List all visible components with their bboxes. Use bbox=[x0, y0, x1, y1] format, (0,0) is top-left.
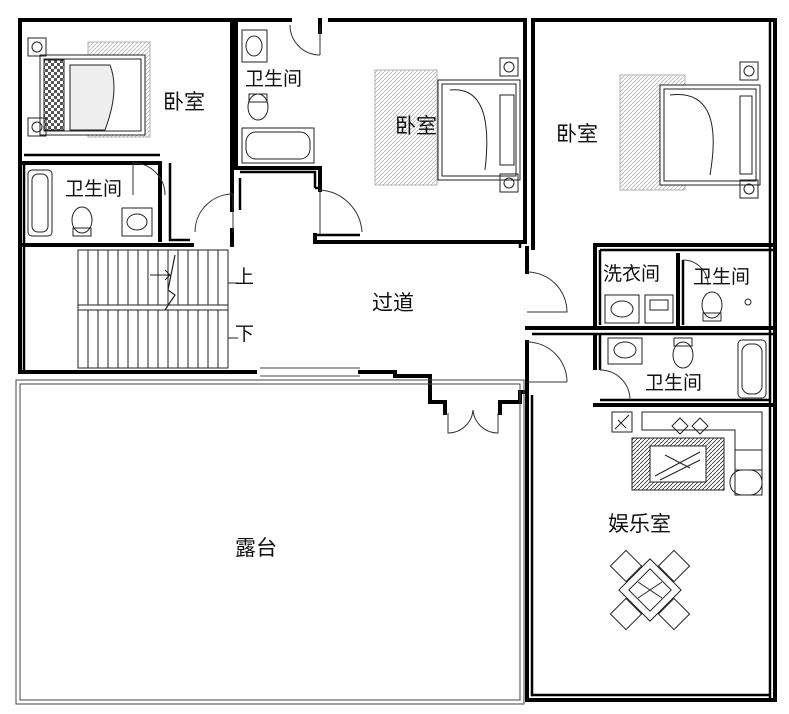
bed-mid bbox=[374, 57, 521, 193]
door-swings bbox=[132, 24, 709, 434]
bed-nw bbox=[27, 37, 151, 138]
staircase bbox=[77, 249, 238, 369]
room-label-bath-e: 卫生间 bbox=[693, 266, 751, 288]
bath-e-fixtures bbox=[701, 291, 752, 322]
bath-nw-low-fixtures bbox=[27, 169, 153, 237]
game-table bbox=[609, 549, 691, 631]
room-label-bedroom-nw: 卧室 bbox=[163, 90, 205, 114]
room-label-bath-nw-top: 卫生间 bbox=[245, 68, 303, 90]
bath-se-fixtures bbox=[607, 337, 767, 399]
room-label-bath-nw-low: 卫生间 bbox=[65, 178, 123, 200]
bath-nw-top-fixtures bbox=[241, 29, 315, 164]
sofa-set bbox=[611, 411, 763, 496]
room-label-bedroom-ne: 卧室 bbox=[556, 122, 598, 146]
terrace-railing bbox=[15, 367, 525, 705]
room-label-corridor: 过道 bbox=[372, 291, 414, 315]
room-label-bath-se: 卫生间 bbox=[645, 372, 703, 394]
room-label-entertainment: 娱乐室 bbox=[608, 512, 671, 536]
walls bbox=[18, 18, 777, 702]
room-label-terrace: 露台 bbox=[235, 536, 277, 560]
room-label-bedroom-mid: 卧室 bbox=[395, 114, 437, 138]
room-label-laundry: 洗衣间 bbox=[603, 263, 661, 285]
laundry-fixtures bbox=[604, 294, 674, 324]
stair-down-label: 下 bbox=[235, 323, 255, 345]
bed-ne bbox=[619, 61, 761, 199]
stair-up-label: 上 bbox=[235, 266, 255, 288]
